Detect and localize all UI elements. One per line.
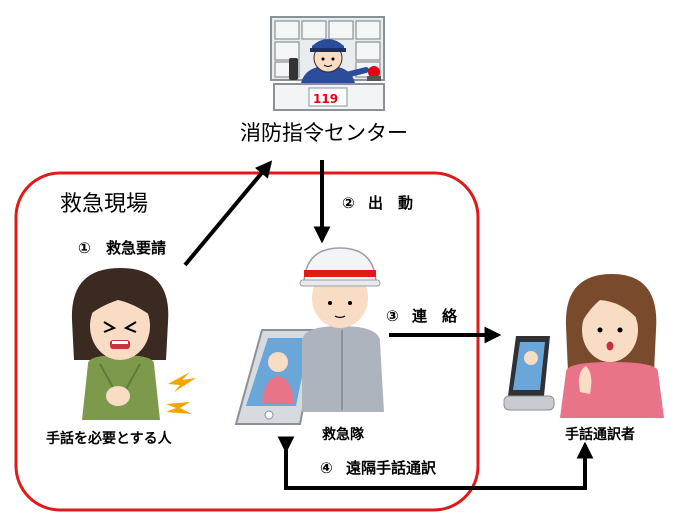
emergency-number-badge: 119: [313, 92, 339, 106]
requester-label: 手話を必要とする人: [46, 431, 172, 447]
arrow-remote-interpretation: [277, 436, 594, 490]
dispatch-center-label: 消防指令センター: [240, 121, 408, 145]
step-3-text: 連 絡: [411, 307, 457, 325]
tablet-icon: [234, 329, 320, 425]
step-1-number: ①: [78, 239, 91, 257]
crew-label: 救急隊: [322, 427, 364, 443]
interpreter-label: 手話通訳者: [565, 427, 635, 443]
arrow-request: [183, 160, 273, 267]
step-3: ③ 連 絡: [386, 305, 457, 326]
dispatch-center-icon: [270, 16, 385, 111]
step-2: ② 出 動: [342, 192, 413, 213]
paramedic-icon: [299, 247, 384, 412]
step-2-text: 出 動: [367, 194, 413, 212]
step-3-number: ③: [386, 307, 399, 325]
step-2-number: ②: [342, 194, 355, 212]
step-1-text: 救急要請: [105, 239, 166, 257]
scene-label: 救急現場: [60, 192, 149, 217]
step-4-text: 遠隔手話通訳: [345, 459, 436, 477]
scene-frame: [14, 171, 480, 512]
pain-bolt-icon: [166, 372, 196, 414]
sick-person-icon: [71, 268, 169, 420]
step-1: ① 救急要請: [78, 237, 166, 258]
step-4: ④ 遠隔手話通訳: [320, 457, 436, 478]
interpreter-icon: [503, 274, 664, 418]
step-4-number: ④: [320, 459, 333, 477]
